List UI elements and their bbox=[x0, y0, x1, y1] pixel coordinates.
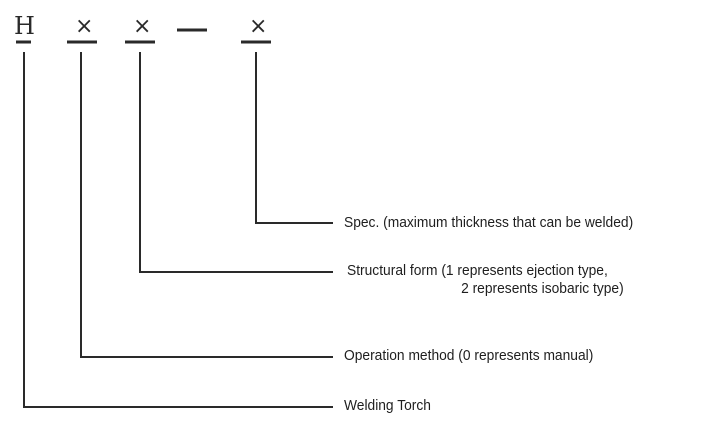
connector-welding-torch bbox=[23, 52, 333, 408]
label-spec: Spec. (maximum thickness that can be wel… bbox=[344, 214, 634, 231]
label-welding-torch: Welding Torch bbox=[344, 397, 431, 414]
label-operation-method: Operation method (0 represents manual) bbox=[344, 347, 594, 364]
label-structural-form: Structural form (1 represents ejection t… bbox=[347, 262, 624, 298]
code-placeholder-3: × bbox=[249, 14, 268, 39]
connector-operation-method bbox=[80, 52, 333, 358]
code-placeholder-1: × bbox=[75, 14, 94, 39]
label-structural-form-line2: 2 represents isobaric type) bbox=[461, 280, 624, 297]
connector-structural-form bbox=[139, 52, 333, 273]
connector-spec bbox=[255, 52, 333, 224]
label-structural-form-line1: Structural form (1 represents ejection t… bbox=[347, 262, 608, 279]
code-prefix-h: H bbox=[14, 12, 35, 40]
code-placeholder-2: × bbox=[133, 14, 152, 39]
